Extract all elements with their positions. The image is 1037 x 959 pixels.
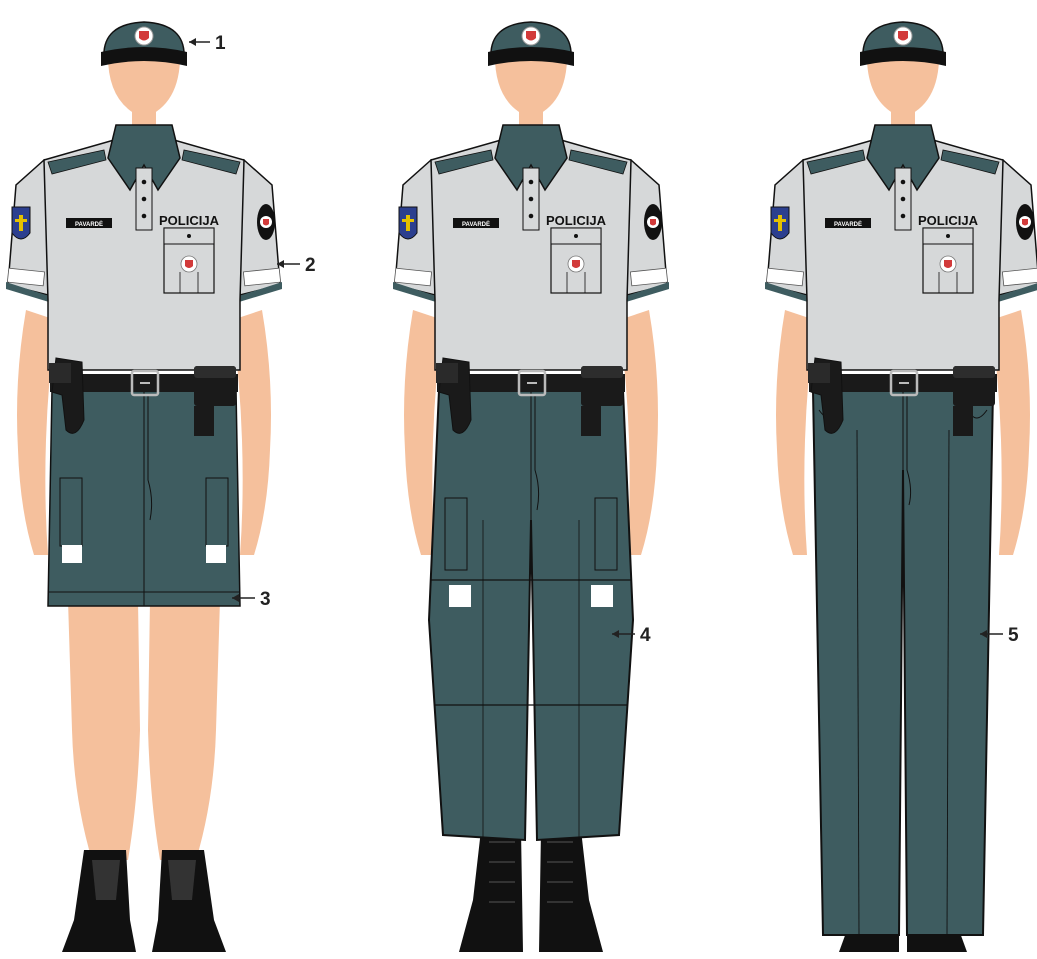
- figure-cargo-trousers-uniform: PAVARDĖ POLICIJA: [393, 22, 669, 952]
- cargo-trousers: [429, 390, 633, 840]
- legs: [68, 600, 220, 860]
- callout-number: 2: [305, 255, 316, 276]
- chest-label: POLICIJA: [546, 213, 607, 228]
- callout-number: 1: [215, 33, 226, 54]
- name-tag: PAVARDĖ: [462, 221, 490, 228]
- callout-number: 3: [260, 589, 271, 610]
- callout-1: 1: [189, 33, 226, 54]
- cap: [101, 22, 187, 66]
- callout-number: 5: [1008, 625, 1019, 646]
- cap: [488, 22, 574, 66]
- boots: [62, 850, 226, 952]
- cap: [860, 22, 946, 66]
- name-tag: PAVARDĖ: [834, 221, 862, 228]
- callout-number: 4: [640, 625, 651, 646]
- figure-skirt-uniform: PAVARDĖ POLICIJA: [6, 22, 282, 952]
- chest-label: POLICIJA: [159, 213, 220, 228]
- boots: [459, 830, 603, 952]
- straight-trousers: [813, 390, 993, 935]
- figure-dress-trousers-uniform: PAVARDĖ POLICIJA: [765, 22, 1037, 952]
- name-tag: PAVARDĖ: [75, 221, 103, 228]
- chest-label: POLICIJA: [918, 213, 979, 228]
- callout-2: 2: [277, 255, 316, 276]
